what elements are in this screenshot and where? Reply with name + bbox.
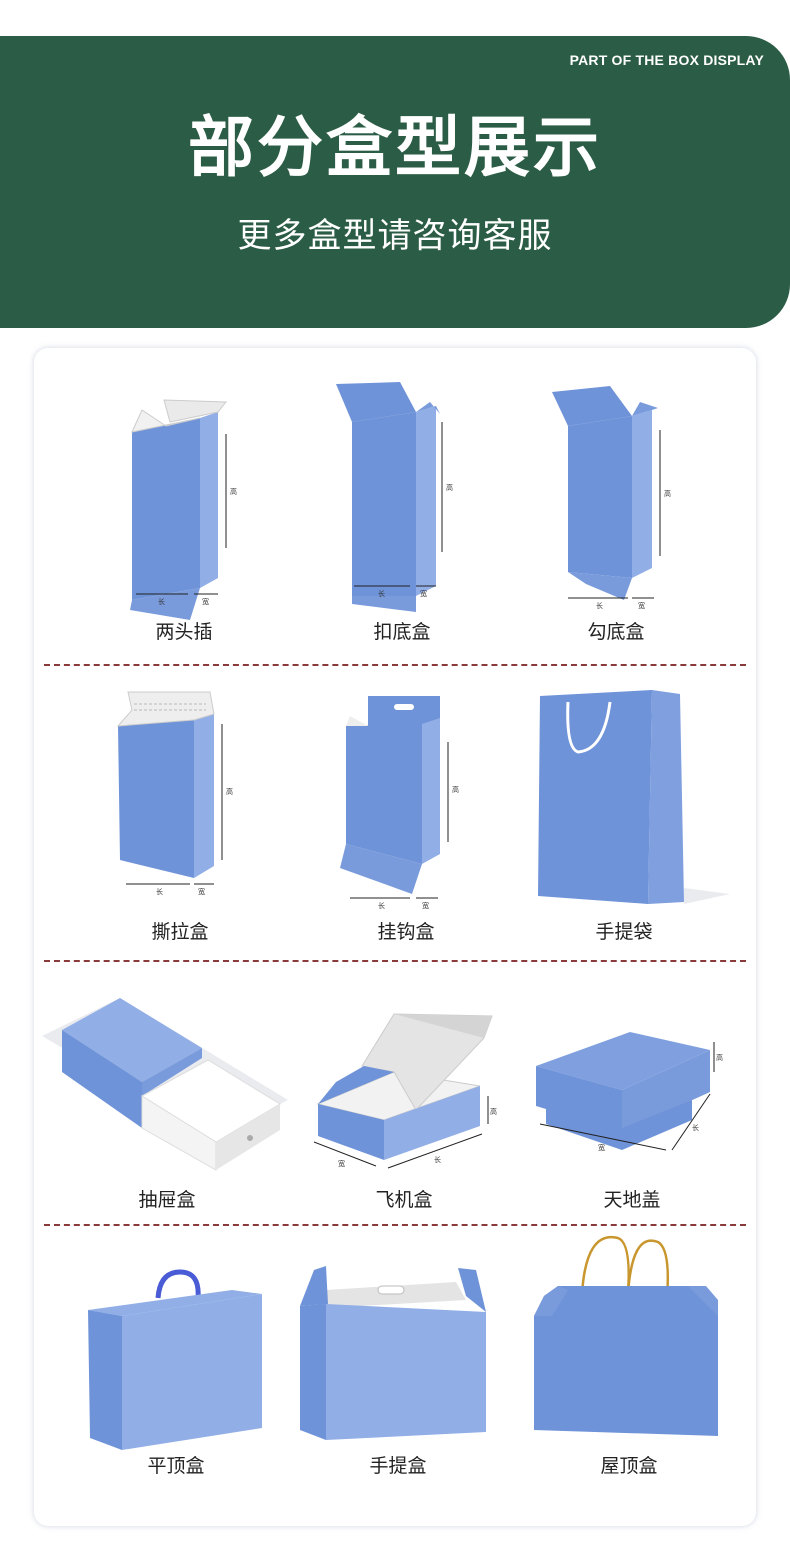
banner-title: 部分盒型展示 (188, 109, 602, 186)
dim-length-label: 长 (692, 1123, 699, 1132)
box-label: 平顶盒 (147, 1455, 205, 1477)
box-item-hanger[interactable]: 高 长 宽 挂钩盒 (336, 696, 476, 948)
box-label: 勾底盒 (587, 621, 645, 643)
handle-box-icon (300, 1266, 486, 1440)
box-label: 飞机盒 (375, 1189, 433, 1211)
gable-box-icon (534, 1235, 718, 1436)
dim-width-label: 宽 (198, 887, 205, 896)
dim-height-label: 高 (716, 1053, 723, 1062)
dim-length-label: 长 (158, 597, 165, 606)
row-divider (44, 1224, 746, 1226)
dim-height-label: 高 (230, 487, 237, 496)
box-label: 扣底盒 (373, 621, 431, 643)
box-label: 手提袋 (595, 921, 653, 943)
dim-height-label: 高 (446, 483, 453, 492)
tuck-end-box-icon: 高 长 宽 (130, 399, 237, 620)
box-label: 撕拉盒 (151, 921, 209, 943)
row-divider (44, 960, 746, 962)
dim-height-label: 高 (664, 489, 671, 498)
mailer-box-icon: 高 宽 长 (313, 1013, 497, 1169)
box-item-gable[interactable]: 屋顶盒 (534, 1230, 724, 1484)
dim-length-label: 长 (434, 1155, 441, 1164)
box-label: 屋顶盒 (600, 1455, 658, 1477)
box-item-mailer[interactable]: 高 宽 长 飞机盒 (304, 1006, 504, 1222)
box-item-drawer[interactable]: 抽屉盒 (42, 992, 292, 1222)
box-item-snap-lock-bottom[interactable]: 高 长 宽 扣底盒 (332, 380, 472, 648)
box-label: 挂钩盒 (377, 921, 435, 943)
box-item-lid-base[interactable]: 高 宽 长 天地盖 (532, 1028, 732, 1222)
hanger-box-icon: 高 长 宽 (340, 696, 459, 910)
snap-lock-bottom-box-icon: 高 长 宽 (336, 382, 453, 612)
dim-width-label: 宽 (338, 1159, 345, 1168)
header-banner: PART OF THE BOX DISPLAY 部分盒型展示 更多盒型请咨询客服 (0, 36, 790, 328)
dim-width-label: 宽 (420, 589, 427, 598)
box-label: 天地盖 (603, 1189, 661, 1211)
banner-subtitle: 更多盒型请咨询客服 (237, 216, 553, 256)
dim-height-label: 高 (226, 787, 233, 796)
box-item-tuck-end[interactable]: 高 长 宽 两头插 (114, 388, 254, 648)
dim-length-label: 长 (596, 601, 603, 610)
dim-length-label: 长 (156, 887, 163, 896)
row-divider (44, 664, 746, 666)
box-label: 抽屉盒 (138, 1189, 196, 1211)
box-display-card: 高 长 宽 两头插 高 长 宽 扣底盒 (34, 348, 756, 1526)
box-item-flat-top[interactable]: 平顶盒 (86, 1268, 266, 1484)
box-label: 两头插 (155, 621, 213, 643)
dim-length-label: 长 (378, 589, 385, 598)
box-item-tear-strip[interactable]: 高 长 宽 撕拉盒 (110, 688, 250, 948)
dim-width-label: 宽 (598, 1143, 605, 1152)
dim-height-label: 高 (452, 785, 459, 794)
lid-base-box-icon: 高 宽 长 (536, 1032, 723, 1152)
drawer-box-icon (42, 998, 288, 1171)
dim-width-label: 宽 (422, 901, 429, 910)
box-item-tote-bag[interactable]: 手提袋 (534, 688, 730, 948)
crash-lock-bottom-box-icon: 高 长 宽 (552, 386, 671, 610)
box-item-crash-lock-bottom[interactable]: 高 长 宽 勾底盒 (546, 384, 686, 648)
box-item-handle-box[interactable]: 手提盒 (298, 1260, 498, 1484)
dim-height-label: 高 (490, 1107, 497, 1116)
dim-width-label: 宽 (638, 601, 645, 610)
dim-width-label: 宽 (202, 597, 209, 606)
banner-english-title: PART OF THE BOX DISPLAY (569, 52, 764, 68)
box-label: 手提盒 (369, 1455, 427, 1477)
dim-length-label: 长 (378, 901, 385, 910)
tear-strip-box-icon: 高 长 宽 (116, 691, 233, 896)
tote-bag-icon (538, 690, 730, 904)
flat-top-box-icon (88, 1269, 262, 1450)
